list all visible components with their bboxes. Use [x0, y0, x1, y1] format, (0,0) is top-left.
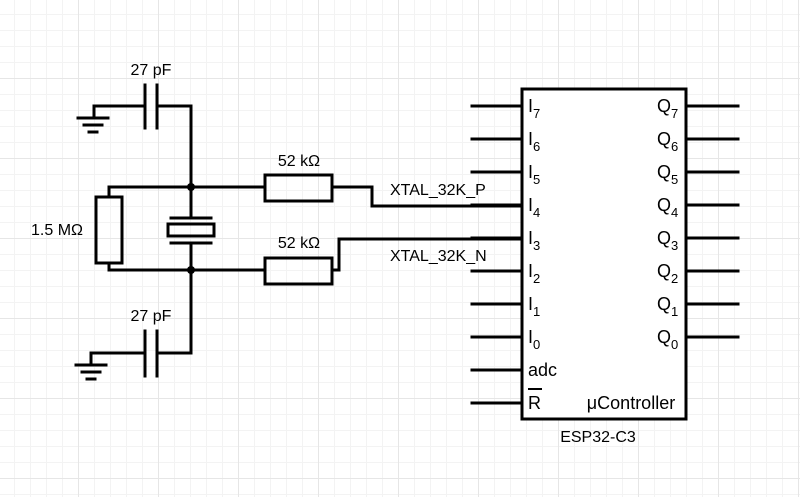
ground-top-icon — [76, 104, 110, 134]
capacitor-bottom-label: 27 pF — [131, 308, 172, 325]
input-pin-label-i1-base: I — [528, 294, 533, 314]
output-pin-label-q6: Q6 — [657, 129, 678, 154]
net-label-xtal-n: XTAL_32K_N — [390, 248, 487, 265]
output-pin-label-q3-sub: 3 — [671, 238, 678, 253]
output-pin-label-q5-sub: 5 — [671, 172, 678, 187]
input-pin-label-i1-sub: 1 — [533, 304, 540, 319]
input-pin-label-i7-sub: 7 — [533, 106, 540, 121]
resistor-p[interactable] — [189, 173, 524, 208]
capacitor-top[interactable] — [92, 83, 193, 189]
input-pin-label-i2: I2 — [528, 261, 540, 286]
output-pin-label-q3: Q3 — [657, 228, 678, 253]
net-label-xtal-p: XTAL_32K_P — [390, 182, 486, 199]
input-pin-label-i5-base: I — [528, 162, 533, 182]
input-pin-label-i2-sub: 2 — [533, 271, 540, 286]
capacitor-top-label: 27 pF — [131, 62, 172, 79]
chip-part-number: ESP32-C3 — [560, 429, 636, 446]
output-pin-label-q4-base: Q — [657, 195, 671, 215]
crystal[interactable] — [166, 185, 216, 272]
input-pin-label-r-base: R — [528, 393, 541, 413]
input-pin-label-i2-base: I — [528, 261, 533, 281]
input-pin-label-adc-base: adc — [528, 360, 557, 380]
output-pin-label-q7: Q7 — [657, 96, 678, 121]
input-pin-label-adc: adc — [528, 360, 557, 380]
output-pin-label-q5-base: Q — [657, 162, 671, 182]
output-pin-label-q6-base: Q — [657, 129, 671, 149]
resistor-n[interactable] — [189, 237, 524, 286]
output-pin-label-q7-sub: 7 — [671, 106, 678, 121]
output-pin-label-q2-base: Q — [657, 261, 671, 281]
resistor-n-label: 52 kΩ — [278, 235, 320, 252]
input-pin-label-i5: I5 — [528, 162, 540, 187]
input-pin-label-i0-base: I — [528, 327, 533, 347]
input-pin-label-i1: I1 — [528, 294, 540, 319]
output-pin-label-q0-base: Q — [657, 327, 671, 347]
input-pin-label-i0-sub: 0 — [533, 337, 540, 352]
resistor-p-label: 52 kΩ — [278, 153, 320, 170]
resistor-feedback-label: 1.5 MΩ — [31, 222, 83, 239]
output-pin-label-q0: Q0 — [657, 327, 678, 352]
output-pin-label-q2-sub: 2 — [671, 271, 678, 286]
input-pin-label-i5-sub: 5 — [533, 172, 540, 187]
input-pin-label-i6: I6 — [528, 129, 540, 154]
output-pin-label-q1-base: Q — [657, 294, 671, 314]
ground-bottom-icon — [74, 351, 108, 381]
output-pin-label-q1-sub: 1 — [671, 304, 678, 319]
input-pin-label-i4-base: I — [528, 195, 533, 215]
input-pin-label-r: R — [528, 393, 541, 413]
chip-name: μController — [587, 393, 675, 413]
output-pin-label-q6-sub: 6 — [671, 139, 678, 154]
input-pin-label-i4-sub: 4 — [533, 205, 540, 220]
input-pin-label-i7: I7 — [528, 96, 540, 121]
input-pin-label-i6-base: I — [528, 129, 533, 149]
output-pin-label-q4-sub: 4 — [671, 205, 678, 220]
microcontroller-body[interactable] — [520, 87, 688, 421]
input-pin-label-i6-sub: 6 — [533, 139, 540, 154]
output-pin-label-q7-base: Q — [657, 96, 671, 116]
output-pin-label-q2: Q2 — [657, 261, 678, 286]
output-pin-label-q3-base: Q — [657, 228, 671, 248]
input-pin-label-i0: I0 — [528, 327, 540, 352]
input-pin-label-i3: I3 — [528, 228, 540, 253]
output-pin-label-q4: Q4 — [657, 195, 678, 220]
input-pin-label-i3-base: I — [528, 228, 533, 248]
input-pin-label-i3-sub: 3 — [533, 238, 540, 253]
input-pin-label-i7-base: I — [528, 96, 533, 116]
capacitor-bottom[interactable] — [89, 268, 193, 378]
output-pin-label-q0-sub: 0 — [671, 337, 678, 352]
output-pin-label-q1: Q1 — [657, 294, 678, 319]
output-pin-label-q5: Q5 — [657, 162, 678, 187]
input-pin-label-i4: I4 — [528, 195, 540, 220]
resistor-feedback[interactable] — [94, 185, 193, 272]
